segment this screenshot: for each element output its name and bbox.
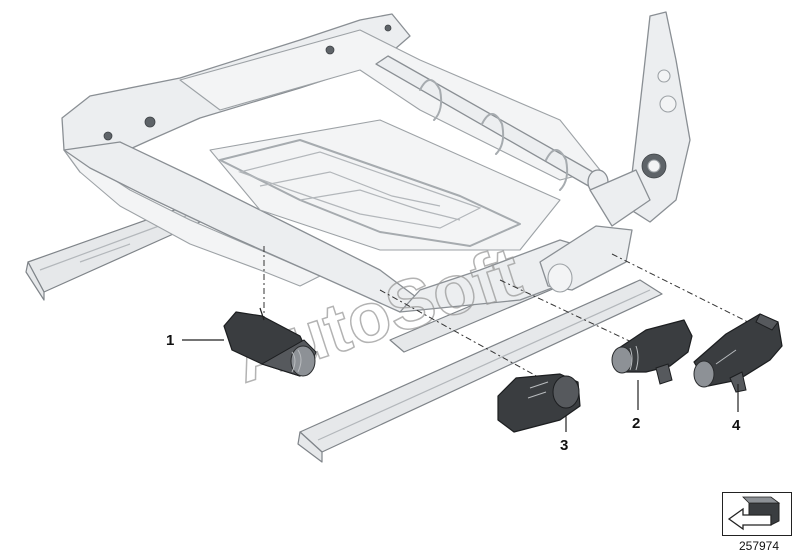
callout-2: 2 — [632, 415, 640, 432]
seat-rail-left — [25, 207, 201, 301]
mounted-motor-assembly — [539, 169, 651, 293]
reference-symbol-box — [722, 492, 792, 536]
seat-frame — [61, 13, 621, 313]
callout-4: 4 — [732, 417, 741, 434]
seat-springs — [219, 79, 569, 247]
backrest-hinge-bracket — [627, 11, 691, 223]
motor-part-2[interactable] — [611, 319, 693, 385]
cross-tube — [375, 55, 609, 195]
arrow-reference-icon — [727, 496, 781, 531]
callout-3: 3 — [560, 437, 568, 454]
motor-part-4[interactable] — [693, 313, 783, 393]
leader-lines — [182, 339, 739, 432]
motor-part-1[interactable] — [223, 307, 317, 377]
motor-part-3[interactable] — [497, 373, 581, 433]
assignment-lines — [263, 246, 753, 379]
reference-number: 257974 — [738, 539, 780, 553]
callout-1: 1 — [166, 332, 174, 349]
